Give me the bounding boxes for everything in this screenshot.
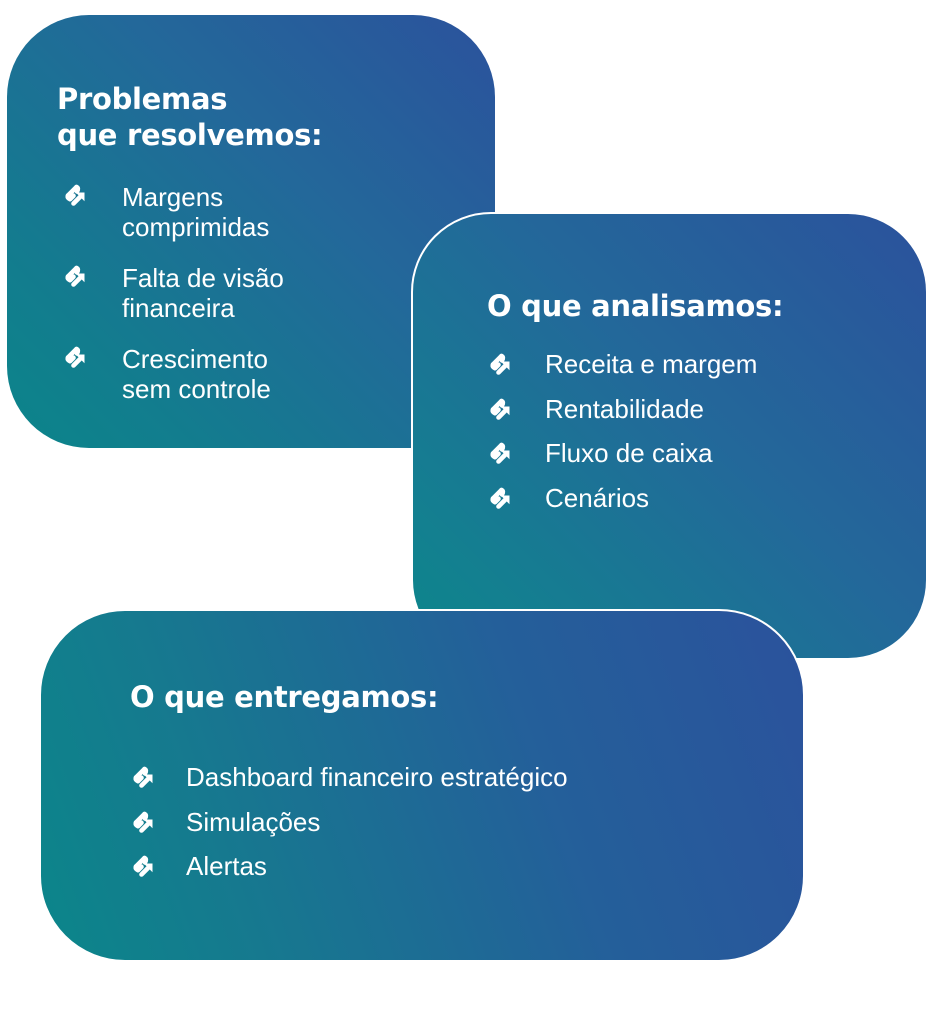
deliverables-card: O que entregamos: Dashboard financeiro e… — [39, 609, 805, 962]
logo-arrow-icon — [489, 485, 515, 511]
logo-arrow-icon — [132, 809, 158, 835]
analysis-card: O que analisamos: Receita e margem Renta… — [411, 212, 928, 660]
list-item-label: Rentabilidade — [545, 393, 705, 424]
logo-arrow-icon — [132, 853, 158, 879]
list-item-label: Dashboard financeiro estratégico — [186, 762, 568, 792]
list-item: Rentabilidade — [489, 393, 757, 438]
list-item-label: Receita e margem — [545, 349, 758, 379]
logo-arrow-icon — [489, 351, 515, 377]
list-item-label: Fluxo de caixa — [545, 438, 713, 468]
title-line: que resolvemos: — [57, 118, 323, 152]
list-item: Receita e margem — [489, 348, 757, 393]
logo-arrow-icon — [64, 182, 90, 208]
logo-arrow-icon — [132, 764, 158, 790]
analysis-list: Receita e margem Rentabilidade Fluxo de … — [489, 348, 757, 526]
list-item-label: Alertas — [186, 851, 267, 881]
logo-arrow-icon — [64, 344, 90, 370]
list-item-label: Simulações — [186, 806, 321, 837]
title-line: Problemas — [57, 82, 228, 116]
logo-arrow-icon — [489, 396, 515, 422]
problems-card-title: Problemas que resolvemos: — [57, 81, 323, 153]
list-item: Dashboard financeiro estratégico — [132, 761, 568, 806]
logo-arrow-icon — [64, 263, 90, 289]
deliverables-card-title: O que entregamos: — [130, 680, 439, 714]
deliverables-list: Dashboard financeiro estratégico Simulaç… — [132, 761, 568, 895]
list-item-label: Cenários — [545, 482, 650, 513]
list-item: Simulações — [132, 806, 568, 851]
list-item: Fluxo de caixa — [489, 437, 757, 482]
analysis-card-title: O que analisamos: — [487, 289, 784, 323]
list-item: Cenários — [489, 482, 757, 527]
list-item: Alertas — [132, 850, 568, 895]
logo-arrow-icon — [489, 440, 515, 466]
